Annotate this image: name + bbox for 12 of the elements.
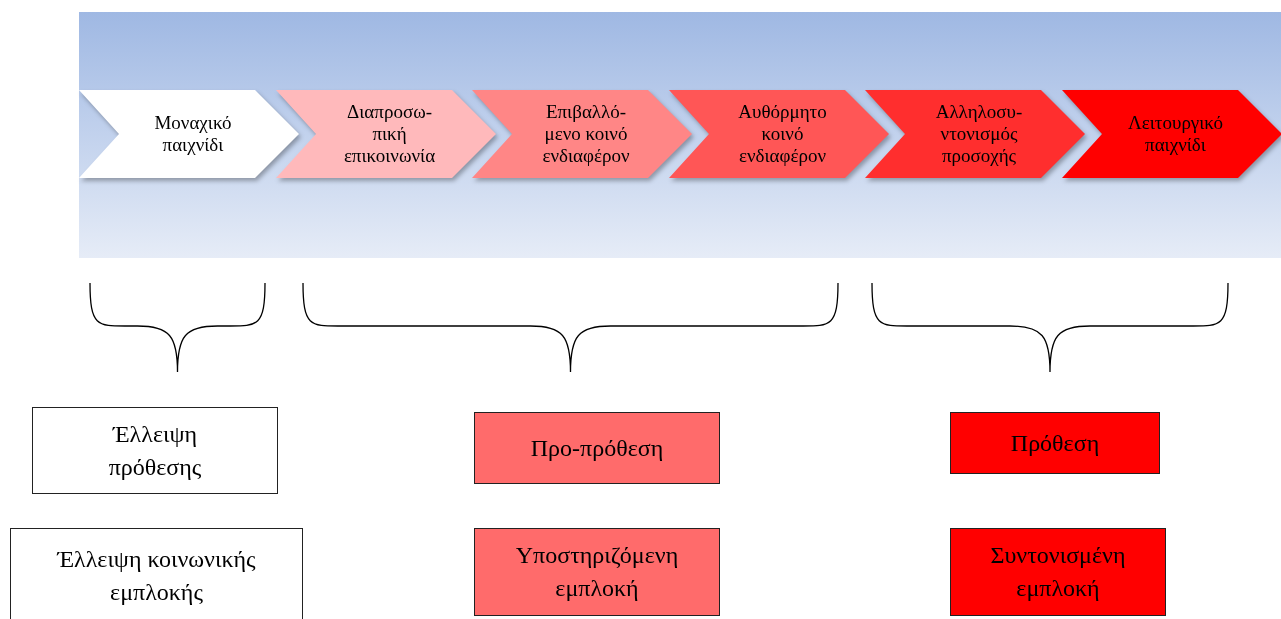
- step-label: Διαπροσω- πική επικοινωνία: [342, 101, 437, 167]
- stage-box: Έλλειψη πρόθεσης: [32, 407, 278, 494]
- step-label: Λειτουργικό παιχνίδι: [1126, 112, 1225, 156]
- step-label: Αυθόρμητο κοινό ενδιαφέρον: [737, 101, 828, 167]
- step-label: Αλληλοσυ- ντονισμός προσοχής: [934, 101, 1024, 167]
- stage-box: Υποστηριζόμενη εμπλοκή: [474, 528, 720, 616]
- stage-box: Προ-πρόθεση: [474, 412, 720, 484]
- stage-box: Πρόθεση: [950, 412, 1160, 474]
- stage-box: Συντονισμένη εμπλοκή: [950, 528, 1166, 616]
- step-label: Επιβαλλό- μενο κοινό ενδιαφέρον: [541, 101, 631, 167]
- stage-box: Έλλειψη κοινωνικής εμπλοκής: [10, 528, 303, 619]
- step-label: Μοναχικό παιχνίδι: [153, 112, 233, 156]
